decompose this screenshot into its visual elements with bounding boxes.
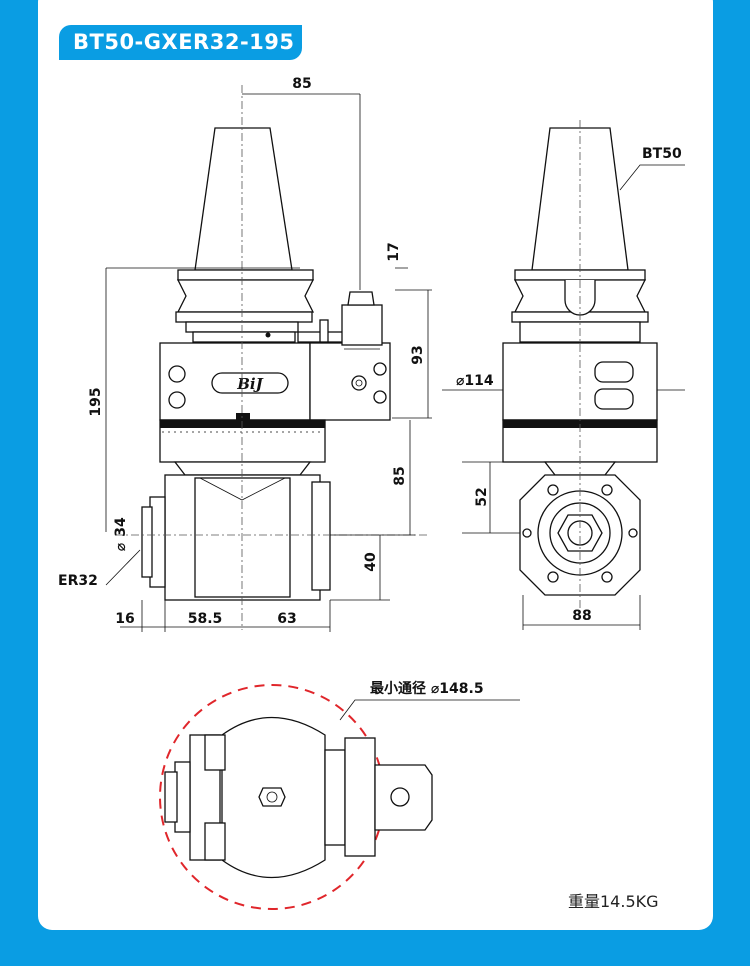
- drawing-line: [141, 506, 153, 578]
- drawing-line: [351, 375, 367, 391]
- drawing-line: [175, 311, 313, 323]
- drawing-line: [168, 365, 186, 383]
- dimension-label: 17: [386, 242, 402, 261]
- drawing-line: [390, 787, 410, 807]
- top-view: 最小通径 ⌀148.5: [159, 680, 520, 910]
- dimension-label: 85: [292, 76, 311, 92]
- drawing-line: [355, 379, 363, 387]
- flange-groove: [176, 279, 315, 313]
- drawing-line: [324, 749, 346, 846]
- drawing-line: [236, 413, 250, 421]
- drawing-line: [347, 291, 375, 306]
- dimension-label: 88: [572, 608, 591, 624]
- dimension-label: ER32: [58, 573, 98, 589]
- weight-label: 重量14.5KG: [568, 892, 659, 911]
- drawing-line: [319, 319, 329, 343]
- drawing-line: [601, 484, 613, 496]
- product-title: BT50-GXER32-195: [59, 25, 302, 60]
- drawing-line: [547, 571, 559, 583]
- hex-bolt-icon: [168, 362, 387, 409]
- drawing-line: [204, 822, 226, 861]
- drawing-line: [194, 477, 291, 598]
- drawing-line: [105, 549, 141, 586]
- dimension-label: ⌀: [113, 542, 129, 551]
- taper-shank: [194, 127, 293, 271]
- drawing-line: [339, 699, 520, 721]
- drawing-line: [199, 477, 286, 501]
- dimension-label: 195: [88, 387, 104, 416]
- stop-block: [309, 342, 391, 421]
- drawing-line: [344, 344, 380, 350]
- stop-pin-housing: [341, 304, 383, 346]
- drawing-line: [258, 787, 286, 807]
- dimension-label: 58.5: [188, 611, 223, 627]
- flange-top: [177, 269, 314, 281]
- dimension-label: 85: [392, 466, 408, 485]
- dimension-label: ⌀114: [456, 373, 494, 389]
- drawing-line: [373, 362, 387, 376]
- drawing-line: [344, 737, 376, 857]
- dimension-label: 52: [474, 487, 490, 506]
- drawing-line: [594, 361, 634, 383]
- brand-logo: [211, 372, 289, 394]
- drawing-line: [168, 391, 186, 409]
- drawing-line: [547, 484, 559, 496]
- drawing-line: [160, 420, 325, 428]
- dimension-label: 最小通径 ⌀148.5: [370, 680, 484, 697]
- drawing-line: [522, 528, 532, 538]
- drawing-line: [266, 791, 278, 803]
- drawing-line: [265, 332, 271, 338]
- drawing-line: [373, 390, 387, 404]
- drawing-line: [311, 481, 331, 591]
- drawing-line: [628, 528, 638, 538]
- drawing-line: [105, 93, 432, 632]
- drawing-line: [192, 331, 296, 343]
- dimension-label: BT50: [642, 146, 682, 162]
- drawing-line: [164, 771, 178, 823]
- front-view: BT50 ⌀114 52 88: [442, 120, 685, 630]
- dimension-label: 40: [363, 552, 379, 572]
- dimension-label: 34: [113, 517, 129, 537]
- dimension-label: 63: [277, 611, 296, 627]
- drawing-line: [594, 388, 634, 410]
- drawing-line: [442, 164, 685, 630]
- drawing-line: [204, 734, 226, 771]
- logo-text: BiJ: [236, 375, 263, 393]
- dimension-label: 16: [115, 611, 134, 627]
- dimension-label: 93: [410, 345, 426, 364]
- drawing-line: [173, 461, 312, 476]
- drawing-line: [601, 571, 613, 583]
- side-view: BiJ 85 17 93 195 85 40 34 ⌀ ER32 16 58.5…: [58, 76, 432, 632]
